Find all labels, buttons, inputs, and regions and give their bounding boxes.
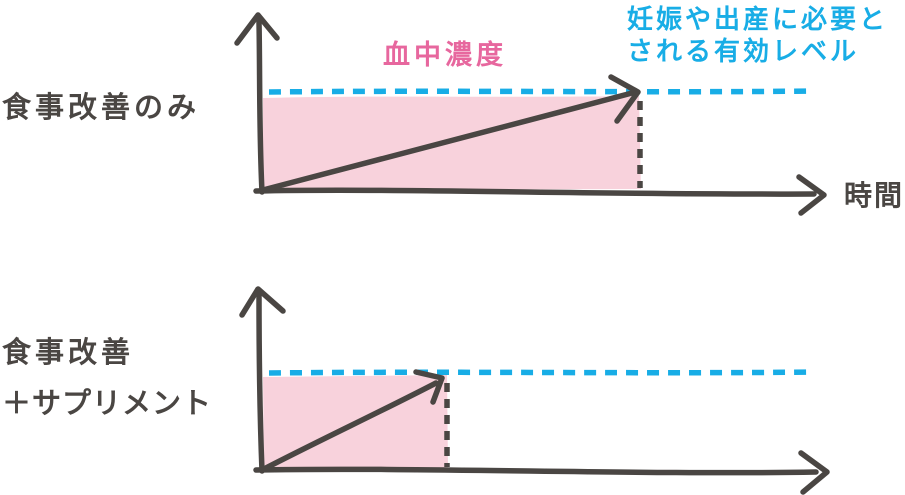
blood-concentration-label: 血中濃度 — [383, 40, 507, 71]
concentration-rise-arrow-line — [261, 380, 439, 472]
effective-level-dashed-line — [268, 88, 813, 95]
y-axis-arrowhead — [234, 12, 280, 46]
effective-level-label: 妊娠や出産に必要と される有効レベル — [627, 4, 888, 68]
concentration-rise-arrowhead — [413, 369, 445, 405]
x-axis-arrowhead — [796, 174, 827, 216]
panel-diet-only-graphics — [234, 12, 827, 216]
panel2-title-line2: ＋サプリメント — [2, 386, 213, 420]
panel-diet-supplement-graphics — [239, 286, 830, 495]
y-axis-line — [256, 19, 265, 195]
y-axis-line — [256, 291, 265, 474]
x-axis-arrowhead — [798, 450, 830, 495]
concentration-rise-arrow-line — [260, 90, 635, 193]
x-axis-line — [253, 187, 817, 197]
effective-level-dashed-line — [268, 369, 815, 376]
effective-level-label-line2: される有効レベル — [627, 37, 860, 67]
x-axis-line — [253, 466, 819, 476]
panel2-title-line1: 食事改善 — [2, 335, 135, 369]
time-axis-label: 時間 — [844, 179, 905, 212]
effective-level-label-line1: 妊娠や出産に必要と — [627, 5, 889, 35]
panel1-title: 食事改善のみ — [2, 90, 201, 124]
concentration-rise-arrowhead — [608, 74, 641, 124]
y-axis-arrowhead — [239, 286, 286, 318]
